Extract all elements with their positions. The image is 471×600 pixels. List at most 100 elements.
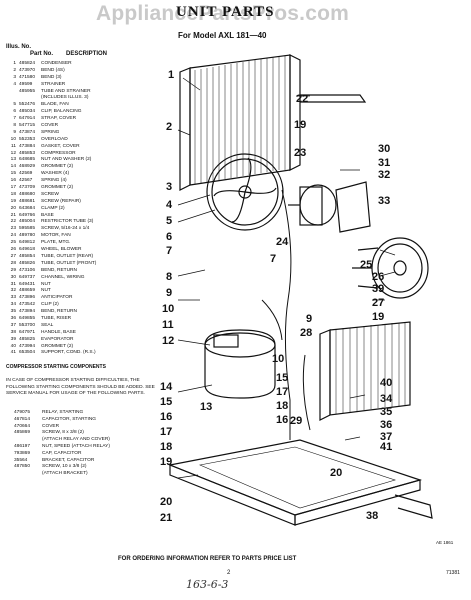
parts-part-no: 649855 bbox=[19, 315, 36, 321]
compressor-part-description: SCREW, 10 x 3/8 (2) (ATTACH BRACKET) bbox=[42, 464, 88, 477]
compressor-part-description: COVER bbox=[42, 423, 60, 429]
compressor-notice: IN CASE OF COMPRESSOR STARTING DIFFICULT… bbox=[6, 378, 155, 397]
parts-description: WASHER (4) bbox=[41, 171, 70, 177]
parts-illus-no: 31 bbox=[10, 281, 16, 287]
parts-part-no: 488659 bbox=[19, 288, 36, 294]
callout-24: 24 bbox=[276, 236, 289, 248]
callout-34: 34 bbox=[380, 393, 393, 405]
parts-illus-no: 40 bbox=[10, 343, 16, 349]
parts-description: SUPPORT, COND. (R.S.) bbox=[41, 350, 96, 356]
parts-part-no: 647914 bbox=[19, 116, 36, 122]
callout-38: 38 bbox=[366, 510, 378, 522]
parts-part-no: 649766 bbox=[19, 212, 36, 218]
parts-description: BEND (4S) bbox=[41, 67, 65, 73]
callout-10b: 10 bbox=[272, 353, 284, 365]
callout-3: 3 bbox=[166, 181, 172, 193]
parts-part-no: 547715 bbox=[19, 123, 36, 129]
parts-description: RESTRICTOR TUBE (3) bbox=[41, 219, 94, 225]
parts-illus-no: 5 bbox=[13, 102, 16, 108]
compressor-part-no: 486197 bbox=[14, 443, 31, 449]
parts-description: SCREW bbox=[41, 191, 59, 197]
parts-description: SPRING bbox=[41, 129, 60, 135]
parts-description: (INCLUDES ILLUS. 3) bbox=[41, 95, 89, 101]
compressor-part-no: 487850 bbox=[14, 464, 31, 470]
callout-17: 17 bbox=[160, 426, 172, 438]
parts-part-no: 473970 bbox=[19, 67, 36, 73]
callout-18b: 18 bbox=[276, 400, 288, 412]
compressor-part-description: NUT, SPEED (ATTACH RELAY) bbox=[42, 443, 110, 449]
parts-illus-no: 20 bbox=[10, 205, 16, 211]
callout-21: 21 bbox=[160, 512, 172, 524]
evaporator-coil bbox=[319, 321, 411, 421]
callout-7b: 7 bbox=[270, 253, 276, 265]
callout-20: 20 bbox=[160, 496, 172, 508]
callout-25: 25 bbox=[360, 259, 372, 271]
parts-description: COVER bbox=[41, 123, 59, 129]
callout-28: 28 bbox=[300, 327, 312, 339]
handwritten-note: 163-6-3 bbox=[186, 578, 229, 591]
compressor-part-description: BRACKET, CAPACITOR bbox=[42, 457, 95, 463]
parts-illus-no: 14 bbox=[10, 164, 16, 170]
parts-part-no: 553700 bbox=[19, 322, 36, 328]
parts-illus-no: 25 bbox=[10, 240, 16, 246]
parts-part-no: 473106 bbox=[19, 267, 36, 273]
parts-part-no: 488681 bbox=[19, 198, 36, 204]
parts-description: STRAP, COVER bbox=[41, 116, 77, 122]
parts-description: TUBE, OUTLET (FRONT) bbox=[41, 260, 97, 266]
compressor-part-no: 793869 bbox=[14, 450, 31, 456]
parts-illus-no: 15 bbox=[10, 171, 16, 177]
parts-part-no: 473994 bbox=[19, 343, 36, 349]
parts-illus-no: 19 bbox=[10, 198, 16, 204]
parts-illus-no: 38 bbox=[10, 329, 16, 335]
parts-description: SEAL bbox=[41, 322, 54, 328]
parts-description: GROMMET (2) bbox=[41, 164, 74, 170]
callout-27: 27 bbox=[372, 297, 384, 309]
diagram-code: AE 1861 bbox=[436, 540, 454, 545]
parts-description: SPRING (4) bbox=[41, 178, 67, 184]
compressor-part-no: 467814 bbox=[14, 416, 31, 422]
parts-description: GROMMET (2) bbox=[41, 343, 74, 349]
callout-18: 18 bbox=[160, 441, 172, 453]
parts-description: CLIP (2) bbox=[41, 302, 59, 308]
parts-description: EVAPORATOR bbox=[41, 336, 74, 342]
leader-lines bbox=[177, 77, 396, 479]
callout-39: 39 bbox=[372, 283, 384, 295]
parts-description: TUBE, RISER bbox=[41, 315, 72, 321]
callout-13: 13 bbox=[200, 401, 212, 413]
parts-part-no: 647971 bbox=[19, 329, 36, 335]
parts-part-no: 489780 bbox=[19, 233, 36, 239]
parts-illus-no: 2 bbox=[13, 67, 16, 73]
parts-part-no: 485004 bbox=[19, 219, 36, 225]
parts-illus-no: 41 bbox=[10, 350, 16, 356]
callout-26: 26 bbox=[372, 271, 384, 283]
parts-description: OVERLOAD bbox=[41, 136, 68, 142]
parts-illus-no: 27 bbox=[10, 253, 16, 259]
callout-8: 8 bbox=[166, 271, 172, 283]
callout-2: 2 bbox=[166, 121, 172, 133]
callout-19: 19 bbox=[160, 456, 172, 468]
parts-part-no: 42569 bbox=[19, 171, 33, 177]
callout-15b: 15 bbox=[276, 372, 288, 384]
parts-illus-no: 12 bbox=[10, 150, 16, 156]
parts-description: NUT bbox=[41, 288, 51, 294]
